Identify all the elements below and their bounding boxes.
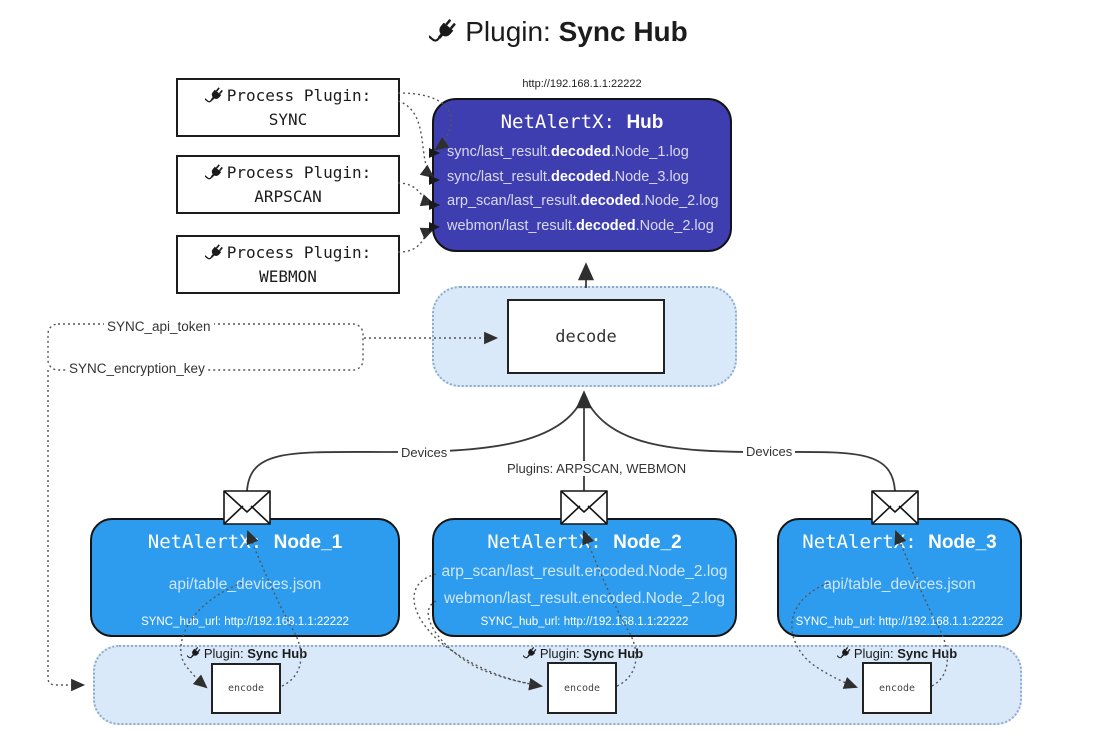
- hub-log-line: sync/last_result.decoded.Node_3.log: [447, 168, 689, 185]
- hub-title-prefix: NetAlertX:: [500, 111, 627, 133]
- title-label: Plugin:: [465, 16, 551, 47]
- node-hub-url: SYNC_hub_url: http://192.168.1.1:22222: [480, 616, 689, 628]
- encode-box: encode: [862, 662, 932, 714]
- node-hub-url: SYNC_hub_url: http://192.168.1.1:22222: [141, 616, 349, 628]
- hub-title-name: Hub: [626, 112, 664, 133]
- process-plugin-label: Process Plugin:: [226, 242, 372, 262]
- sync-encryption-key-label: SYNC_encryption_key: [66, 361, 208, 376]
- process-plugin-name: WEBMON: [259, 266, 317, 286]
- node-title: NetAlertX: Node_2: [487, 531, 682, 553]
- node-to-decode-wires: [246, 390, 896, 492]
- encode-box: encode: [211, 663, 281, 714]
- plug-icon: [523, 646, 538, 661]
- process-plugin-name: SYNC: [268, 109, 308, 129]
- node-title: NetAlertX: Node_1: [147, 531, 343, 553]
- hub-url-label: http://192.168.1.1:22222: [522, 78, 642, 90]
- plug-icon: [187, 646, 202, 661]
- process-plugin-arpscan-box: Process Plugin: ARPSCAN: [176, 155, 400, 214]
- plug-icon: [837, 646, 852, 661]
- node-file: api/table_devices.json: [168, 576, 322, 593]
- hub-log-line: webmon/last_result.decoded.Node_2.log: [447, 217, 714, 234]
- plug-icon: [205, 86, 225, 106]
- devices-label-left: Devices: [398, 445, 451, 460]
- plugin-sync-hub-label: Plugin: Sync Hub: [147, 646, 347, 661]
- decode-label: decode: [555, 326, 617, 347]
- hub-title: NetAlertX: Hub: [434, 111, 730, 134]
- title-name: Sync Hub: [558, 16, 688, 47]
- netalertx-hub-box: NetAlertX: Hub sync/last_result.decoded.…: [432, 98, 732, 252]
- process-plugin-sync-box: Process Plugin: SYNC: [176, 78, 400, 137]
- decode-box: decode: [507, 299, 665, 374]
- process-plugin-name: ARPSCAN: [254, 186, 322, 206]
- plugin-sync-hub-label: Plugin: Sync Hub: [483, 646, 683, 661]
- node-file: arp_scan/last_result.encoded.Node_2.log: [441, 563, 728, 580]
- netalertx-node2-box: NetAlertX: Node_2 arp_scan/last_result.e…: [432, 518, 737, 637]
- process-plugin-label: Process Plugin:: [226, 162, 372, 182]
- netalertx-node1-box: NetAlertX: Node_1 api/table_devices.json…: [90, 518, 400, 637]
- node-file: api/table_devices.json: [823, 576, 976, 593]
- netalertx-node3-box: NetAlertX: Node_3 api/table_devices.json…: [777, 518, 1022, 637]
- node-hub-url: SYNC_hub_url: http://192.168.1.1:22222: [795, 616, 1004, 628]
- plug-icon: [429, 17, 459, 47]
- encode-box: encode: [547, 662, 617, 714]
- node-file: webmon/last_result.encoded.Node_2.log: [444, 590, 725, 607]
- hub-log-line: sync/last_result.decoded.Node_1.log: [447, 144, 689, 160]
- plugin-sync-hub-label: Plugin: Sync Hub: [797, 646, 997, 661]
- devices-label-right: Devices: [743, 444, 796, 459]
- plug-icon: [205, 243, 225, 263]
- sync-api-token-label: SYNC_api_token: [104, 319, 214, 334]
- hub-log-line: arp_scan/last_result.decoded.Node_2.log: [447, 193, 719, 209]
- process-plugin-webmon-box: Process Plugin: WEBMON: [176, 235, 400, 294]
- plug-icon: [205, 163, 225, 183]
- process-plugin-label: Process Plugin:: [226, 85, 372, 105]
- node-title: NetAlertX: Node_3: [802, 531, 997, 553]
- page-title: Plugin: Sync Hub: [0, 16, 1117, 48]
- plugins-label-middle: Plugins: ARPSCAN, WEBMON: [504, 461, 690, 476]
